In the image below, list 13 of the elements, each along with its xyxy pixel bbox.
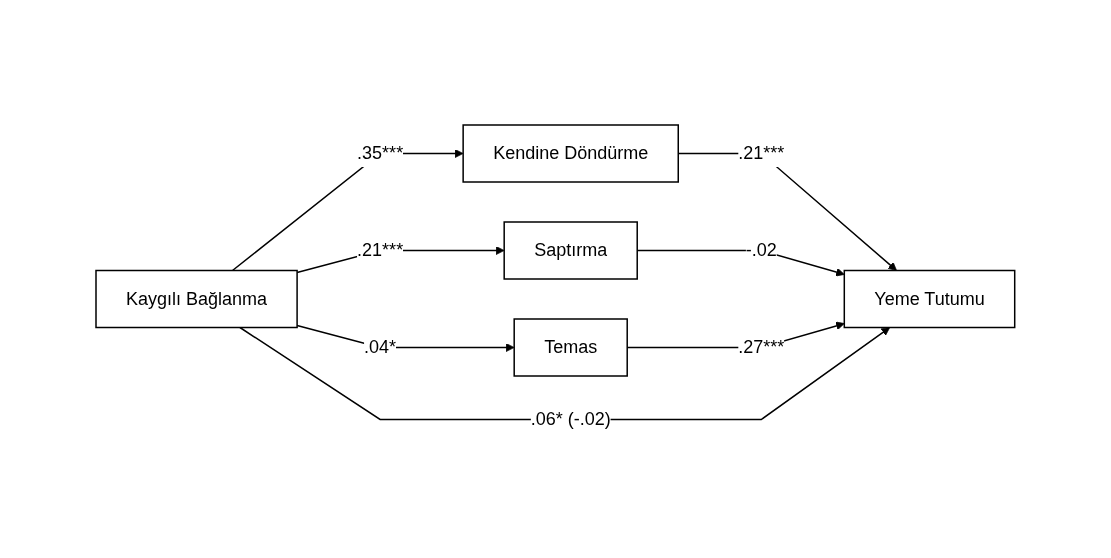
node-box: Temas: [513, 318, 629, 377]
node-box: Kaygılı Bağlanma: [95, 269, 298, 329]
edge-label: .06* (-.02): [530, 409, 611, 429]
edge-label: .27***: [738, 337, 785, 357]
node-box: Kendine Döndürme: [462, 124, 680, 183]
arrow: [231, 149, 464, 272]
node-box: Saptırma: [503, 221, 639, 280]
edge-label: .21***: [738, 143, 785, 163]
edge-label: .35***: [357, 143, 404, 163]
edge-label: .04*: [364, 337, 397, 357]
edge-label: .21***: [357, 240, 404, 260]
edge-label: -.02: [745, 240, 777, 260]
node-box: Yeme Tutumu: [843, 269, 1016, 329]
